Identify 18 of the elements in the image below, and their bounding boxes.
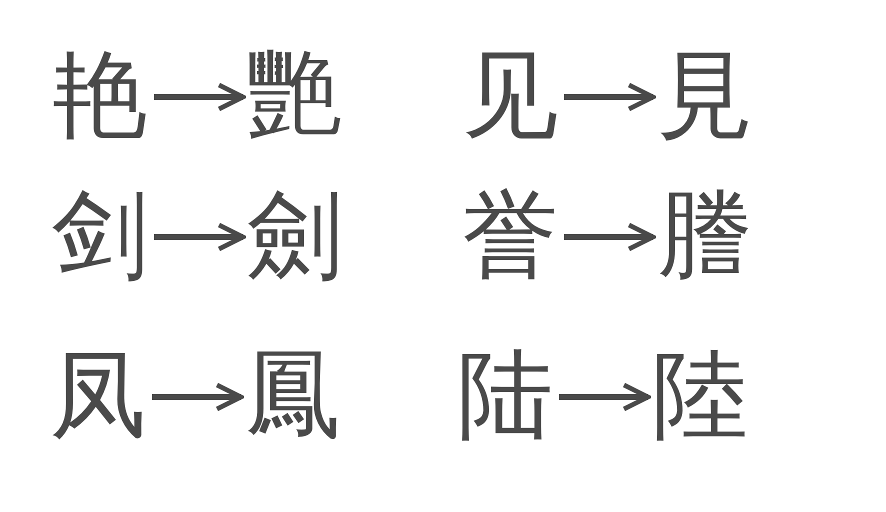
character: 誉 (460, 185, 560, 285)
character: 艷 (245, 45, 345, 145)
arrow (152, 382, 244, 412)
character: 陸 (650, 345, 750, 445)
character: 艳 (50, 45, 150, 145)
character: 凤 (48, 345, 148, 445)
arrow (564, 222, 656, 252)
arrow (154, 222, 246, 252)
arrow (559, 382, 650, 412)
character: 鳳 (243, 345, 343, 445)
character: 见 (460, 45, 560, 145)
character: 謄 (655, 185, 755, 285)
arrow (154, 82, 246, 112)
character: 劍 (245, 185, 345, 285)
character: 見 (655, 45, 755, 145)
character: 剑 (50, 185, 150, 285)
character: 陆 (455, 345, 555, 445)
arrow (564, 82, 656, 112)
